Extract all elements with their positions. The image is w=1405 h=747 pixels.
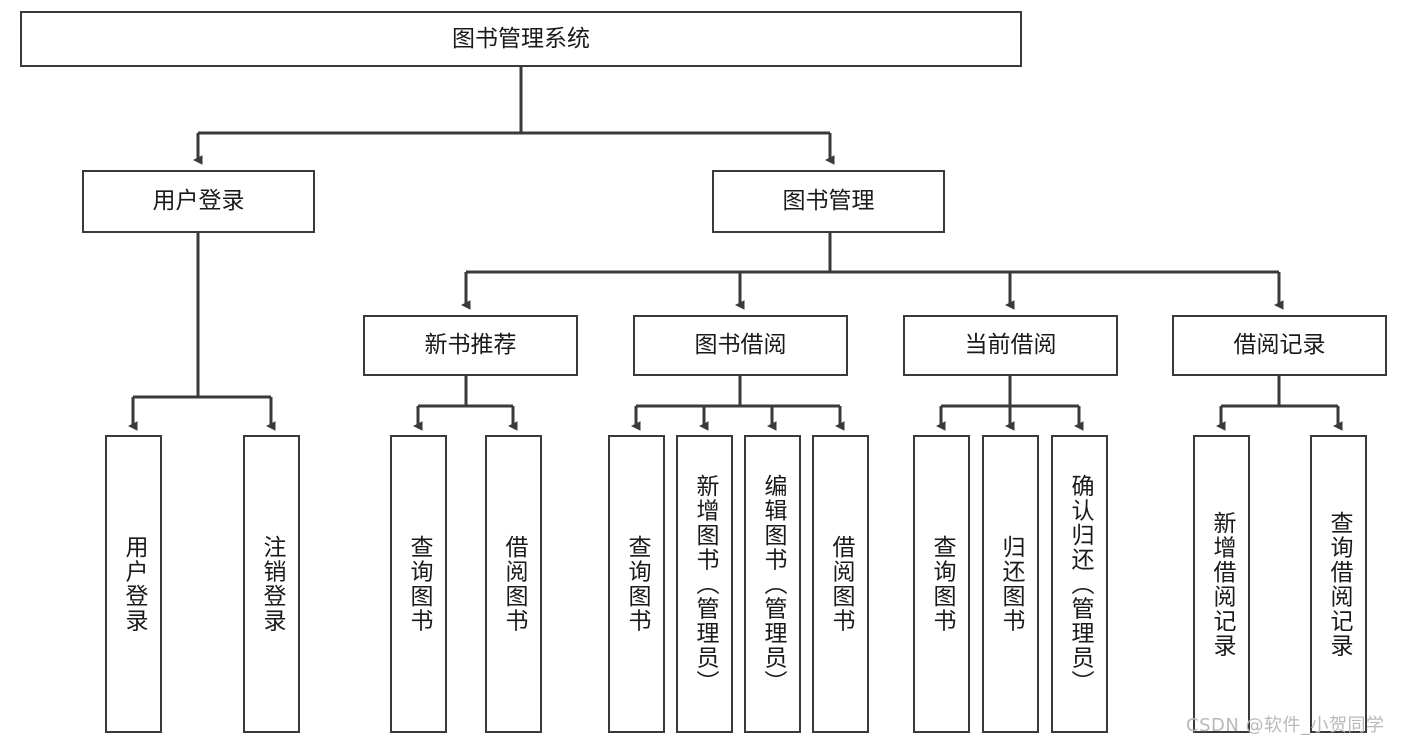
node-new-book-recommend[interactable]: 新书推荐 — [363, 315, 578, 376]
leaf-borrow-book-1-label: 借阅图书 — [501, 535, 527, 633]
node-book-borrow[interactable]: 图书借阅 — [633, 315, 848, 376]
node-borrow-record[interactable]: 借阅记录 — [1172, 315, 1387, 376]
node-root[interactable]: 图书管理系统 — [20, 11, 1022, 67]
leaf-query-book-2[interactable]: 查询图书 — [608, 435, 665, 733]
node-book-management-label: 图书管理 — [782, 188, 875, 215]
leaf-return-book-label: 归还图书 — [998, 535, 1024, 633]
leaf-query-book-2-label: 查询图书 — [624, 535, 650, 633]
leaf-user-login-label: 用户登录 — [121, 535, 147, 633]
node-book-management[interactable]: 图书管理 — [712, 170, 945, 233]
leaf-query-book-1-label: 查询图书 — [406, 535, 432, 633]
leaf-edit-book[interactable]: 编辑图书（管理员） — [744, 435, 801, 733]
leaf-edit-book-label: 编辑图书（管理员） — [760, 473, 786, 695]
leaf-borrow-book-2[interactable]: 借阅图书 — [812, 435, 869, 733]
leaf-add-borrow-record-label: 新增借阅记录 — [1209, 510, 1235, 658]
leaf-confirm-return-label: 确认归还（管理员） — [1067, 473, 1093, 695]
leaf-return-book[interactable]: 归还图书 — [982, 435, 1039, 733]
leaf-user-login[interactable]: 用户登录 — [105, 435, 162, 733]
node-borrow-record-label: 借阅记录 — [1233, 332, 1326, 359]
leaf-query-book-3-label: 查询图书 — [929, 535, 955, 633]
leaf-query-book-1[interactable]: 查询图书 — [390, 435, 447, 733]
leaf-add-book[interactable]: 新增图书（管理员） — [676, 435, 733, 733]
node-new-book-recommend-label: 新书推荐 — [424, 332, 517, 359]
csdn-watermark: CSDN @软件_小贺同学 — [1186, 715, 1385, 736]
leaf-borrow-book-1[interactable]: 借阅图书 — [485, 435, 542, 733]
leaf-query-borrow-record[interactable]: 查询借阅记录 — [1310, 435, 1367, 733]
node-user-login-label: 用户登录 — [152, 188, 245, 215]
leaf-add-borrow-record[interactable]: 新增借阅记录 — [1193, 435, 1250, 733]
node-current-borrow-label: 当前借阅 — [964, 332, 1057, 359]
leaf-logout-login-label: 注销登录 — [259, 535, 285, 633]
leaf-query-borrow-record-label: 查询借阅记录 — [1326, 510, 1352, 658]
leaf-add-book-label: 新增图书（管理员） — [692, 473, 718, 695]
leaf-confirm-return[interactable]: 确认归还（管理员） — [1051, 435, 1108, 733]
leaf-borrow-book-2-label: 借阅图书 — [828, 535, 854, 633]
leaf-logout-login[interactable]: 注销登录 — [243, 435, 300, 733]
node-user-login[interactable]: 用户登录 — [82, 170, 315, 233]
node-current-borrow[interactable]: 当前借阅 — [903, 315, 1118, 376]
leaf-query-book-3[interactable]: 查询图书 — [913, 435, 970, 733]
node-root-label: 图书管理系统 — [452, 25, 590, 52]
node-book-borrow-label: 图书借阅 — [694, 332, 787, 359]
